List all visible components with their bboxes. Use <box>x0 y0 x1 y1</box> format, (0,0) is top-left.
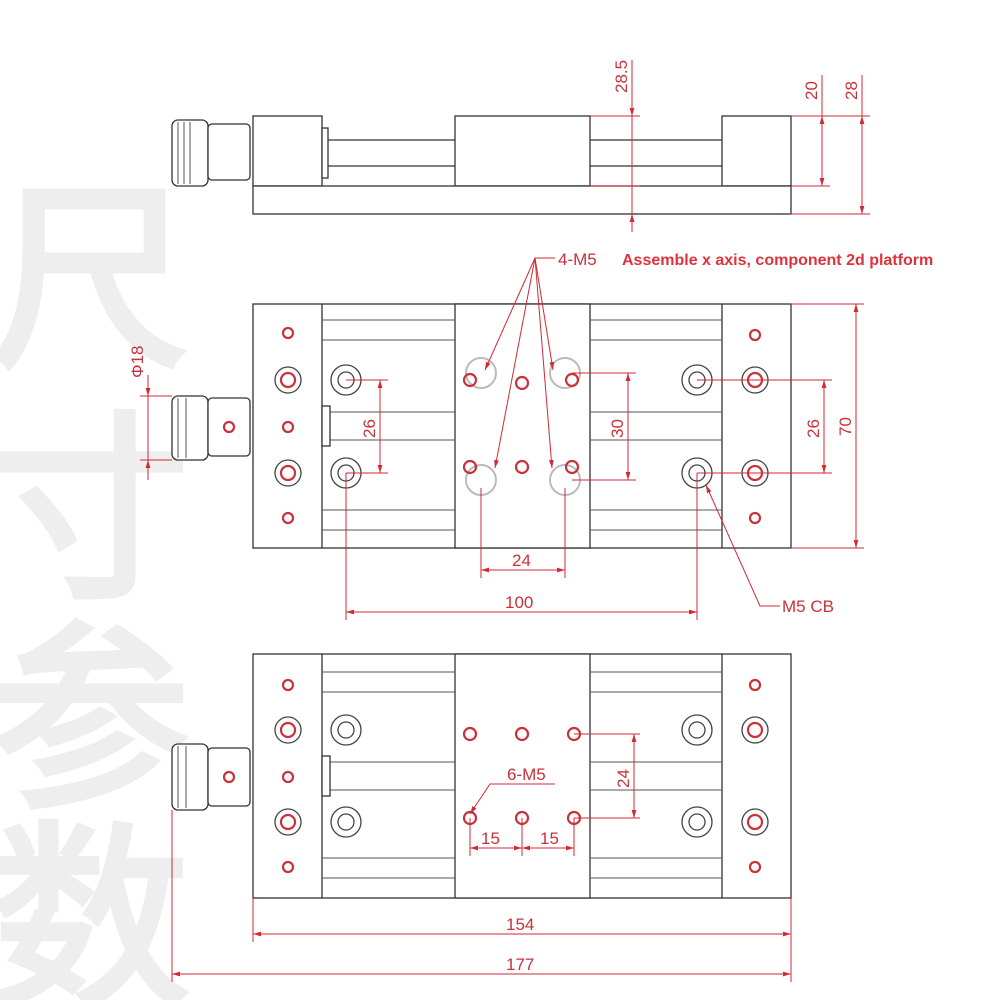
dim-bottom-left-pitch: 15 <box>481 829 500 848</box>
bottom-view: 6-M5 24 15 15 154 177 <box>171 653 792 982</box>
watermark-char-1: 尺 <box>0 165 190 398</box>
dim-side-total-height: 28.5 <box>612 60 631 93</box>
side-carriage <box>454 115 591 187</box>
dim-side-carriage: 20 <box>802 81 821 100</box>
top-knob[interactable] <box>171 395 209 461</box>
bottom-carriage <box>454 653 591 899</box>
top-carriage <box>454 303 591 549</box>
watermark-char-3: 参 <box>0 605 190 838</box>
top-rod-clamp <box>321 405 331 447</box>
side-end-block-left <box>252 115 323 187</box>
side-knob-collar <box>207 123 251 181</box>
dim-bottom-total-length: 177 <box>506 955 534 974</box>
callout-top-4-m5: 4-M5 <box>558 250 597 269</box>
dim-bottom-body-length: 154 <box>506 915 534 934</box>
top-view: 4-M5 Φ18 26 30 26 70 24 <box>128 250 864 620</box>
dim-side-base: 28 <box>842 81 861 100</box>
dim-bottom-vertical: 24 <box>614 769 633 788</box>
side-view: 28.5 20 28 <box>171 60 870 232</box>
dim-top-right-vertical: 26 <box>804 419 823 438</box>
dim-top-center-vertical: 30 <box>608 419 627 438</box>
dim-top-hole-spacing: 24 <box>512 551 531 570</box>
callout-m5-cb: M5 CB <box>782 597 834 616</box>
bottom-rod-clamp <box>321 755 331 797</box>
dim-top-left-vertical: 26 <box>360 419 379 438</box>
dim-top-mount-spacing: 100 <box>505 593 533 612</box>
bottom-knob-collar <box>207 747 251 807</box>
watermark-char-4: 数 <box>0 805 190 1000</box>
side-rod-clamp <box>321 127 329 179</box>
callout-bottom-6-m5: 6-M5 <box>507 765 546 784</box>
dim-knob-diameter: Φ18 <box>128 346 147 378</box>
dim-bottom-right-pitch: 15 <box>540 829 559 848</box>
dim-top-width: 70 <box>836 417 855 436</box>
watermark-char-2: 寸 <box>0 395 190 628</box>
assembly-note: Assemble x axis, component 2d platform <box>622 252 933 269</box>
top-knob-collar <box>207 397 251 457</box>
side-base <box>252 185 792 215</box>
bottom-knob[interactable] <box>171 743 209 811</box>
side-end-block-right <box>721 115 792 187</box>
watermark: 尺 寸 参 数 <box>0 165 190 1000</box>
